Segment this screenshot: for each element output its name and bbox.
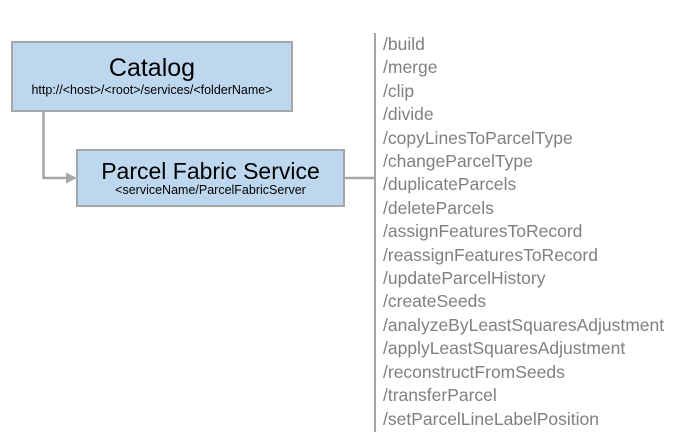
parcel-fabric-service-node-title: Parcel Fabric Service (101, 157, 320, 184)
catalog-node[interactable]: Catalog http://<host>/<root>/services/<f… (11, 41, 293, 112)
operation-list-item[interactable]: /copyLinesToParcelType (383, 127, 573, 148)
operation-list-item[interactable]: /updateParcelHistory (383, 268, 546, 289)
operation-list-item[interactable]: /createSeeds (383, 291, 487, 312)
operation-list-item[interactable]: /build (383, 34, 425, 54)
operation-list-item[interactable]: /assignFeaturesToRecord (383, 221, 583, 242)
catalog-node-title: Catalog (108, 54, 196, 82)
operation-list-item[interactable]: /analyzeByLeastSquaresAdjustment (383, 314, 665, 335)
operation-list-item[interactable]: /divide (383, 104, 434, 125)
operation-list-item[interactable]: /clip (383, 80, 415, 101)
operation-list-item[interactable]: /merge (383, 57, 438, 78)
operations-list: /build/merge/clip/divide/copyLinesToParc… (383, 33, 664, 431)
parcel-fabric-service-node-path: <serviceName/ParcelFabricServer (115, 182, 306, 197)
operation-list-item[interactable]: /reconstructFromSeeds (383, 361, 565, 382)
parcel-fabric-service-node[interactable]: Parcel Fabric Service <serviceName/Parce… (76, 149, 345, 207)
operation-list-item[interactable]: /duplicateParcels (383, 174, 517, 195)
catalog-node-url: http://<host>/<root>/services/<folderNam… (31, 83, 273, 98)
operation-list-item[interactable]: /transferParcel (383, 385, 497, 406)
operation-list-item[interactable]: /applyLeastSquaresAdjustment (383, 338, 626, 359)
operation-list-item[interactable]: /deleteParcels (383, 197, 494, 218)
operation-list-item[interactable]: /reassignFeaturesToRecord (383, 244, 598, 265)
connector-catalog-to-service (42, 112, 77, 184)
operation-list-item[interactable]: /setParcelLineLabelPosition (383, 408, 599, 429)
operation-list-item[interactable]: /changeParcelType (383, 151, 533, 172)
operations-panel: /build/merge/clip/divide/copyLinesToParc… (374, 33, 664, 432)
